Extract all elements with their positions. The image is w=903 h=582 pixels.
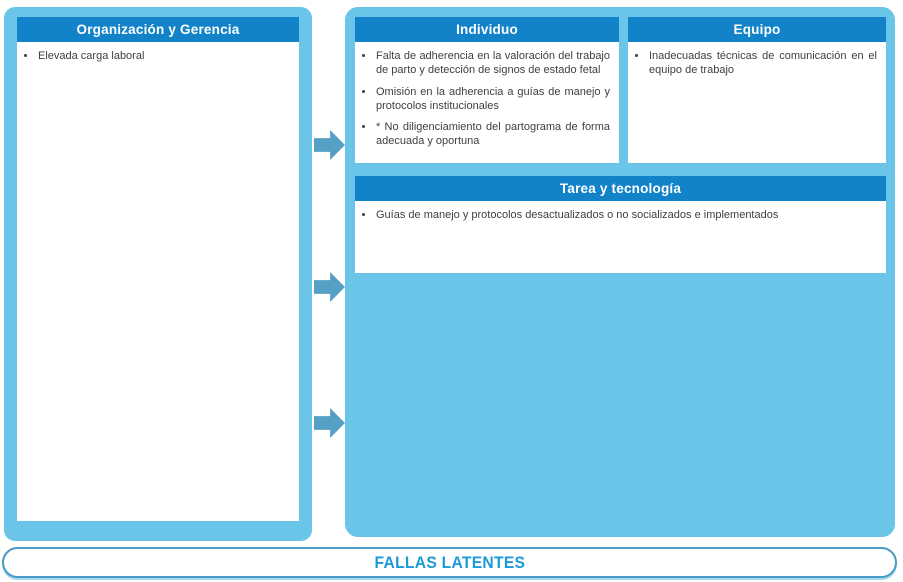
- bullet-item: Elevada carga laboral: [37, 49, 290, 63]
- active-failures-panel: Individuo Falta de adherencia en la valo…: [345, 7, 895, 537]
- team-title: Equipo: [733, 22, 781, 37]
- bullet-item: Falta de adherencia en la valoración del…: [375, 49, 610, 78]
- organization-management-list: Elevada carga laboral: [17, 42, 299, 63]
- latent-failures-label: FALLAS LATENTES: [374, 552, 525, 572]
- organization-management-header: Organización y Gerencia: [17, 17, 299, 42]
- bullet-item: Omisión en la adherencia a guías de mane…: [375, 85, 610, 114]
- right-arrow-icon: [314, 130, 345, 160]
- team-header: Equipo: [628, 17, 886, 42]
- team-box: Equipo Inadecuadas técnicas de comunicac…: [628, 17, 886, 163]
- team-list: Inadecuadas técnicas de comunicación en …: [628, 42, 886, 78]
- organization-management-box: Organización y Gerencia Elevada carga la…: [17, 17, 299, 521]
- latent-failures-banner: FALLAS LATENTES: [2, 547, 897, 578]
- task-technology-header: Tarea y tecnología: [355, 176, 886, 201]
- organization-management-title: Organización y Gerencia: [76, 22, 240, 37]
- bullet-item: Inadecuadas técnicas de comunicación en …: [648, 49, 877, 78]
- task-technology-list: Guías de manejo y protocolos desactualiz…: [355, 201, 886, 222]
- right-arrow-icon: [314, 272, 345, 302]
- task-technology-box: Tarea y tecnología Guías de manejo y pro…: [355, 176, 886, 273]
- task-technology-title: Tarea y tecnología: [559, 181, 682, 196]
- bullet-item: * No diligenciamiento del partograma de …: [375, 120, 610, 149]
- right-arrow-icon: [314, 408, 345, 438]
- bullet-item: Guías de manejo y protocolos desactualiz…: [375, 208, 877, 222]
- individual-list: Falta de adherencia en la valoración del…: [355, 42, 619, 149]
- individual-header: Individuo: [355, 17, 619, 42]
- individual-title: Individuo: [456, 22, 518, 37]
- organization-management-panel: Organización y Gerencia Elevada carga la…: [4, 7, 312, 541]
- individual-box: Individuo Falta de adherencia en la valo…: [355, 17, 619, 163]
